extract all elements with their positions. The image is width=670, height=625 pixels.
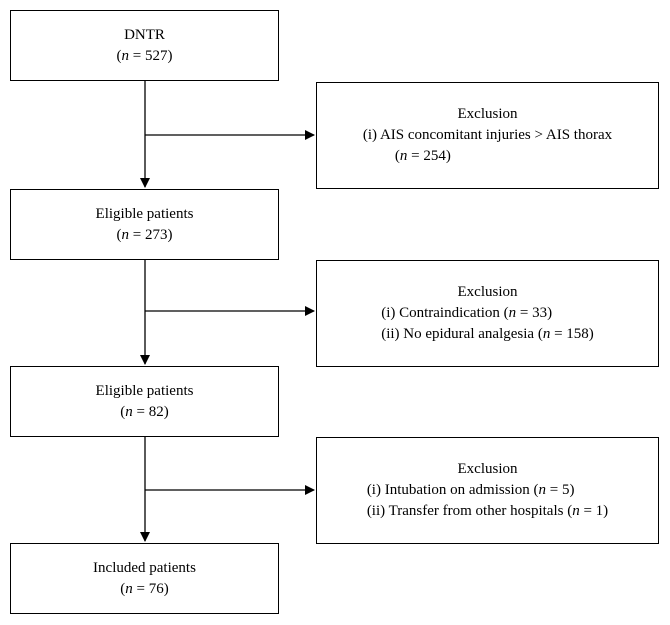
included-title: Included patients [93,559,196,576]
dntr-title: DNTR [124,26,165,43]
exclusion-box-1: Exclusion (i) AIS concomitant injuries >… [316,82,659,189]
exclusion-1-item-1-count: (n = 254) [394,148,451,164]
included-count: (n = 76) [120,580,169,597]
exclusion-3-item-2: (ii) Transfer from other hospitals (n = … [366,503,609,519]
eligible-1-title: Eligible patients [95,205,194,222]
dntr-box: DNTR (n = 527) [10,10,279,81]
exclusion-2-item-2: (ii) No epidural analgesia (n = 158) [381,326,594,342]
exclusion-2-item-1: (i) Contraindication (n = 33) [381,305,553,321]
eligible-patients-box-2: Eligible patients (n = 82) [10,366,279,437]
eligible-2-title: Eligible patients [95,382,194,399]
exclusion-2-title: Exclusion [457,284,518,300]
exclusion-3-title: Exclusion [457,461,518,477]
exclusion-3-item-1: (i) Intubation on admission (n = 5) [366,482,575,498]
eligible-2-count: (n = 82) [120,403,169,420]
eligible-1-count: (n = 273) [116,226,173,243]
eligible-patients-box-1: Eligible patients (n = 273) [10,189,279,260]
exclusion-box-3: Exclusion (i) Intubation on admission (n… [316,437,659,544]
dntr-count: (n = 527) [116,47,173,64]
exclusion-box-2: Exclusion (i) Contraindication (n = 33) … [316,260,659,367]
exclusion-1-title: Exclusion [457,106,518,122]
included-patients-box: Included patients (n = 76) [10,543,279,614]
exclusion-1-item-1: (i) AIS concomitant injuries > AIS thora… [362,127,613,143]
